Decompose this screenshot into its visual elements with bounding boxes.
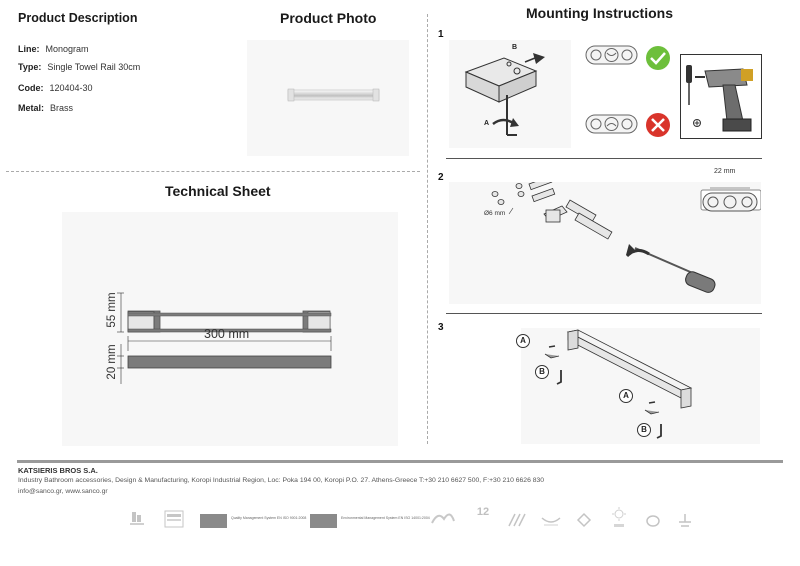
check-icon — [646, 46, 670, 70]
spec-key: Type: — [18, 62, 42, 72]
bracket-hex-key-illustration — [464, 53, 545, 136]
plate-wrong — [585, 114, 638, 134]
step-divider — [446, 313, 762, 314]
spec-value: Brass — [50, 103, 74, 113]
water-saving-icon — [540, 512, 562, 530]
company-name: KATSIERIS BROS S.A. — [18, 466, 98, 475]
company-address: Industry Bathroom accessories, Design & … — [18, 477, 545, 484]
step-3-number: 3 — [438, 322, 444, 333]
swan-logo-icon — [430, 509, 456, 529]
plate-correct — [585, 45, 638, 65]
footer-divider — [17, 460, 783, 463]
depth-label: 20 mm — [106, 344, 118, 380]
width-label: 300 mm — [204, 327, 250, 341]
step-3-illustration: A B A B — [516, 328, 760, 444]
hole-diameter-label: Ø6 mm — [484, 210, 506, 217]
front-view — [117, 344, 332, 384]
hole-orientation-guide — [585, 45, 670, 137]
cross-icon — [646, 113, 670, 137]
recycle-icon — [574, 510, 594, 530]
spec-key: Metal: — [18, 103, 45, 113]
spec-line: Line: Monogram — [18, 44, 89, 54]
depth-label-box: 20 mm — [105, 344, 119, 384]
warranty-years: 12 — [476, 506, 490, 518]
label-a: A — [619, 389, 633, 403]
quality-guarantee-icon — [164, 510, 184, 528]
spec-value: Monogram — [45, 44, 89, 54]
label-b: B — [637, 423, 651, 437]
label-b: B — [535, 365, 549, 379]
height-label-box: 55 mm — [105, 290, 119, 334]
horizontal-divider — [6, 171, 420, 172]
spec-key: Code: — [18, 83, 44, 93]
vertical-divider — [427, 14, 428, 444]
spec-value: Single Towel Rail 30cm — [47, 62, 141, 72]
iso-9001-badge: Quality Management System EN ISO 9001:20… — [200, 514, 306, 528]
fountain-icon — [674, 512, 696, 530]
technical-drawing-svg — [117, 292, 332, 384]
technical-drawing: 55 mm 300 mm 20 mm — [62, 212, 398, 446]
label-a: A — [484, 120, 490, 127]
stripes-icon — [506, 510, 526, 528]
spec-metal: Metal: Brass — [18, 103, 73, 113]
label-a: A — [516, 334, 530, 348]
width-dimension — [127, 336, 332, 351]
product-photo-heading: Product Photo — [280, 10, 377, 26]
spec-type: Type: Single Towel Rail 30cm — [18, 62, 140, 72]
step-divider — [446, 158, 762, 159]
spec-value: 120404-30 — [49, 83, 93, 93]
screwdriver-drill-icon — [686, 65, 753, 132]
iso-9001-text: Quality Management System EN ISO 9001:20… — [231, 516, 307, 520]
plate-22mm — [700, 187, 762, 212]
technical-sheet-heading: Technical Sheet — [165, 183, 271, 199]
eco-drop-icon — [644, 512, 662, 528]
spec-code: Code: 120404-30 — [18, 83, 93, 93]
step-1-illustration: B A — [449, 40, 571, 148]
iso-14001-badge: Environmental Management System EN ISO 1… — [310, 514, 430, 528]
company-contact: info@sanco.gr, www.sanco.gr — [18, 488, 108, 495]
sun-resistant-icon — [608, 506, 630, 530]
warranty-years-icon: 12 — [472, 506, 494, 528]
rail-attachment-illustration — [544, 329, 693, 439]
required-tools-box — [680, 54, 762, 139]
certification-badges: Quality Management System EN ISO 9001:20… — [126, 506, 706, 536]
plate-width-label: 22 mm — [714, 168, 736, 175]
side-view — [117, 292, 332, 333]
step-2-number: 2 — [438, 172, 444, 183]
iso-14001-text: Environmental Management System EN ISO 1… — [341, 516, 430, 520]
mounting-instructions-heading: Mounting Instructions — [526, 5, 673, 21]
step-2-illustration: Ø6 mm 22 mm — [449, 168, 762, 304]
towel-rail-photo — [287, 88, 380, 102]
wall-plugs-screws-illustration — [491, 175, 762, 293]
label-b: B — [512, 44, 518, 51]
spec-key: Line: — [18, 44, 40, 54]
made-in-greece-icon — [130, 510, 144, 528]
height-label: 55 mm — [106, 292, 118, 328]
product-description-heading: Product Description — [18, 11, 138, 25]
step-1-number: 1 — [438, 29, 444, 40]
product-photo — [247, 40, 409, 156]
